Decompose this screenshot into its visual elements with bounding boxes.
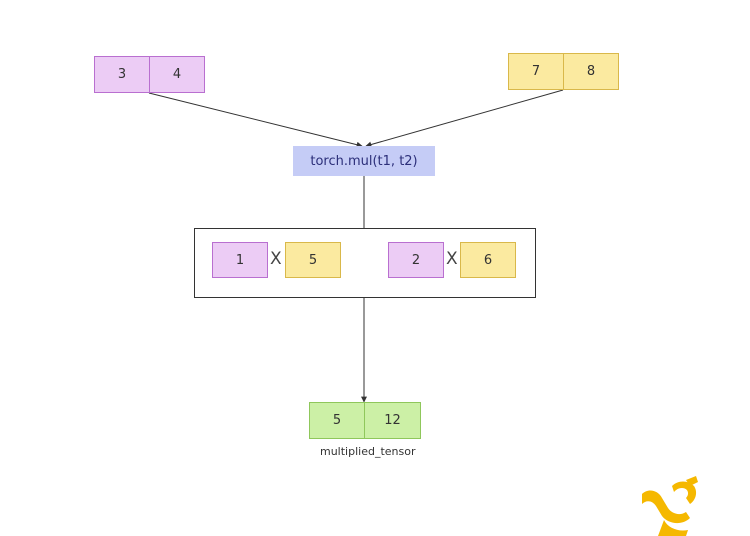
result-caption: multiplied_tensor	[320, 445, 416, 458]
result-cell-1: 12	[364, 402, 421, 439]
result-cell-0: 5	[309, 402, 365, 439]
edge-t1-to-op	[148, 92, 363, 148]
pair-0-right: 5	[285, 242, 341, 278]
pair-1-right: 6	[460, 242, 516, 278]
pair-1-left: 2	[388, 242, 444, 278]
pair-0-left: 1	[212, 242, 268, 278]
t1-cell-0: 3	[94, 56, 150, 93]
operation-node: torch.mul(t1, t2)	[293, 146, 435, 176]
pair-1-operator: X	[446, 249, 458, 269]
t2-cell-1: 8	[563, 53, 619, 90]
t2-cell-0: 7	[508, 53, 564, 90]
t1-cell-1: 4	[149, 56, 205, 93]
edge-t2-to-op	[365, 89, 564, 148]
pair-0-operator: X	[270, 249, 282, 269]
logo-icon	[642, 476, 698, 536]
